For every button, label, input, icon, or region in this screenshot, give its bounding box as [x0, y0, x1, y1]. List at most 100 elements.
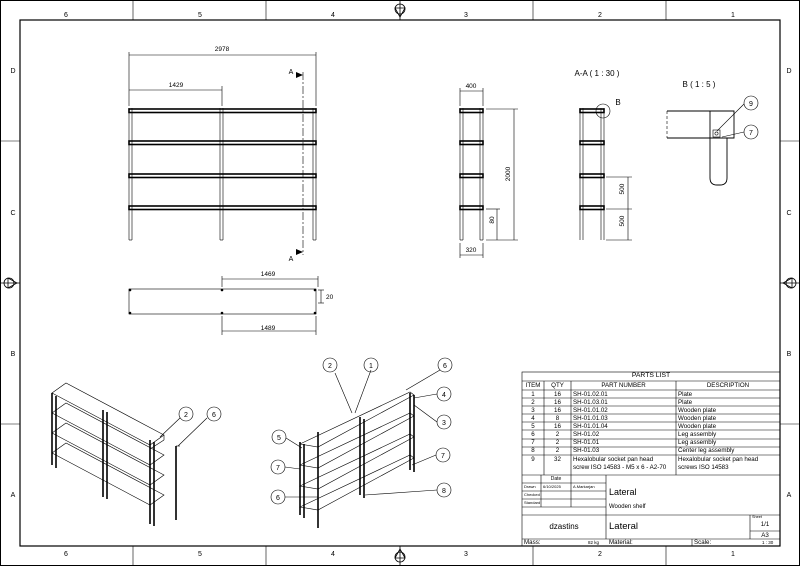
parts-row-description: Leg assembly	[678, 439, 717, 446]
parts-list-header-description: DESCRIPTION	[706, 382, 750, 389]
parts-row-description: screws ISO 14583	[678, 464, 729, 471]
zone-col-top: 3	[464, 12, 468, 19]
parts-row-part-number: SH-01.02.01	[573, 390, 608, 398]
zone-col-top: 1	[731, 12, 735, 19]
detail-title: B ( 1 : 5 )	[683, 80, 716, 89]
detail-view	[666, 95, 759, 186]
zone-col-bottom: 6	[64, 551, 68, 558]
parts-row-qty: 16	[554, 398, 561, 406]
tb-drawn-by: A.Markarjan	[573, 484, 595, 489]
zone-col-bottom: 1	[731, 551, 735, 558]
section-label-bottom: A	[289, 256, 294, 263]
zone-row-left: A	[11, 492, 16, 499]
section-label-top: A	[289, 69, 294, 76]
zone-col-top: 5	[198, 12, 202, 19]
parts-row-part-number: Hexalobular socket pan head	[573, 455, 654, 463]
dim-top-side: 20	[326, 294, 334, 301]
parts-row-qty: 2	[555, 447, 560, 454]
parts-row-qty: 16	[554, 406, 561, 414]
tb-drawn-label: Drawn	[524, 484, 536, 489]
parts-row-part-number: SH-01.01.02	[573, 406, 608, 414]
parts-row-description: Leg assembly	[678, 431, 717, 438]
tb-date-header: Date	[550, 476, 562, 482]
parts-list-title: PARTS LIST	[631, 372, 671, 379]
tb-sheet-label: Sheet	[752, 515, 762, 519]
zone-row-left: D	[10, 68, 15, 75]
tb-title-2: Lateral	[609, 521, 639, 532]
parts-row-qty: 8	[555, 414, 560, 422]
parts-row-item: 8	[531, 447, 535, 454]
dim-section-lower: 500	[619, 215, 626, 226]
parts-row-item: 3	[531, 406, 535, 414]
dim-section-upper: 500	[619, 183, 626, 194]
iso-right-balloon: 8	[442, 488, 446, 495]
tb-title: Lateral	[609, 487, 637, 497]
parts-list-grid	[521, 371, 781, 547]
zone-row-right: A	[787, 492, 792, 499]
iso-left-balloon: 2	[184, 412, 188, 419]
parts-row-item: 7	[531, 439, 535, 446]
dim-top-upper: 1469	[261, 271, 276, 278]
parts-row-item: 6	[531, 431, 535, 438]
tb-scale-value: 1 : 30	[762, 540, 774, 545]
parts-row-part-number: SH-01.03.01	[573, 398, 608, 406]
parts-row-qty: 16	[554, 422, 561, 430]
iso-view-left	[51, 382, 222, 526]
zone-col-top: 4	[331, 12, 335, 19]
parts-row-item: 1	[531, 390, 535, 398]
zone-labels: 6 5 4 3 2 1 6 5 4 3 2 1 D C B A D C B A	[10, 12, 791, 558]
iso-right-balloon-labels: 2 1 6 4 3 5 7 7 6 8	[276, 363, 447, 502]
parts-row-description: Hexalobular socket pan head	[678, 455, 759, 463]
zone-col-top: 2	[598, 12, 602, 19]
parts-row-description: Plate	[678, 390, 693, 398]
parts-row-item: 9	[531, 455, 535, 463]
zone-row-right: D	[786, 68, 791, 75]
iso-right-balloon: 7	[441, 453, 445, 460]
dim-top-lower: 1489	[261, 325, 276, 332]
dim-height: 2000	[505, 166, 512, 181]
tb-subtitle: Wooden shelf	[609, 504, 646, 510]
zone-col-bottom: 5	[198, 551, 202, 558]
zone-col-bottom: 3	[464, 551, 468, 558]
dim-depth-top: 400	[466, 83, 477, 90]
iso-right-balloon: 2	[328, 363, 332, 370]
screw-head-icon	[712, 129, 721, 138]
detail-circle	[595, 103, 611, 119]
tb-material-label: Material:	[609, 539, 633, 546]
parts-row-part-number: screw ISO 14583 - M5 x 6 - A2-70	[573, 464, 667, 471]
iso-right-balloon: 1	[369, 363, 373, 370]
iso-right-balloon: 7	[276, 465, 280, 472]
parts-row-description: Wooden plate	[678, 414, 717, 422]
tb-scale-label: Scale:	[694, 539, 712, 546]
zone-row-right: C	[786, 210, 791, 217]
parts-row-item: 4	[531, 414, 535, 422]
parts-row-item: 5	[531, 422, 535, 430]
zone-row-right: B	[787, 351, 792, 358]
top-view	[128, 276, 324, 335]
zone-row-left: B	[11, 351, 16, 358]
zone-col-bottom: 2	[598, 551, 602, 558]
iso-right-balloon: 6	[443, 363, 447, 370]
iso-right-balloon: 4	[442, 392, 446, 399]
parts-row-qty: 2	[555, 439, 560, 446]
tb-size: A3	[761, 532, 769, 539]
tb-standard-label: Standard	[524, 500, 541, 505]
detail-balloon: 9	[749, 101, 753, 108]
parts-row-part-number: SH-01.01	[573, 439, 600, 446]
parts-row-description: Plate	[678, 398, 693, 406]
parts-list-header-part-number: PART NUMBER	[601, 382, 646, 389]
zone-col-top: 6	[64, 12, 68, 19]
parts-row-qty: 2	[555, 431, 560, 438]
section-arrow-icon	[296, 72, 303, 78]
iso-right-balloon: 5	[277, 435, 281, 442]
front-view	[128, 52, 317, 255]
tb-owner: dzastins	[549, 522, 579, 531]
detail-marker: B	[615, 98, 620, 107]
dim-overall-width: 2978	[215, 46, 230, 53]
zone-row-left: C	[10, 210, 15, 217]
parts-list-header-qty: QTY	[551, 382, 564, 389]
parts-row-part-number: SH-01.01.03	[573, 414, 608, 422]
